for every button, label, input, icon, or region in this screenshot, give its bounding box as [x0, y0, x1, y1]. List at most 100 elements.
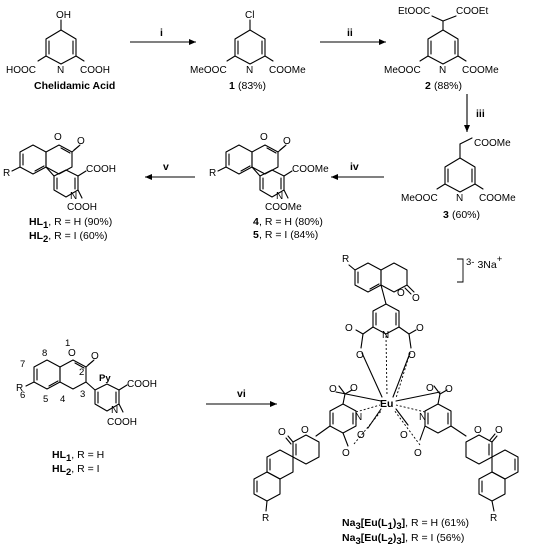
- atom-o-carbonyl: O: [283, 136, 291, 147]
- svg-text:HL2, R = I: HL2, R = I: [52, 463, 100, 478]
- step-iv-label: iv: [350, 161, 359, 173]
- step-v-label: v: [163, 161, 169, 173]
- group-meooc: MeOOC: [401, 193, 438, 204]
- chelidamic-acid-structure: OH N HOOC COOH: [6, 10, 110, 76]
- step-iii-label: iii: [476, 108, 485, 120]
- atom-o-right-carbonyl: O: [495, 425, 503, 436]
- counterion-charge: +: [497, 254, 503, 265]
- atom-o-left-c: O: [357, 430, 365, 441]
- atom-o-left-a: O: [329, 384, 337, 395]
- atom-o-top-left: O: [345, 323, 353, 334]
- ring-position-4: 4: [60, 394, 65, 405]
- compound-1-structure: Cl N MeOOC COOMe: [190, 10, 306, 76]
- compound-1-id: 1: [229, 80, 235, 92]
- l2-lsub: 2: [388, 536, 393, 547]
- l2-close: ): [393, 532, 397, 544]
- hl2-id: HL: [52, 463, 67, 475]
- atom-r-left: R: [262, 513, 269, 524]
- atom-o-right-c: O: [400, 430, 408, 441]
- atom-o-top-left-2: O: [356, 350, 364, 361]
- atom-o-right-d: O: [414, 448, 422, 459]
- atom-o-top-right: O: [416, 323, 424, 334]
- ring-position-8: 8: [42, 348, 47, 359]
- atom-n: N: [246, 65, 253, 76]
- l2-info: , R = I (56%): [405, 532, 464, 544]
- group-cooet: COOEt: [456, 6, 488, 17]
- atom-n: N: [276, 191, 283, 202]
- group-cooh-top: COOH: [86, 164, 116, 175]
- atom-n-top: N: [382, 330, 389, 341]
- atom-o-right-ring: O: [474, 425, 482, 436]
- compound-2-yield: (88%): [434, 80, 462, 92]
- hl2-sub: 2: [66, 467, 71, 478]
- hl1-id: HL: [29, 216, 44, 228]
- hl1-info: , R = H (90%): [48, 216, 112, 228]
- atom-o-top-right-2: O: [408, 350, 416, 361]
- atom-o-ring: O: [260, 132, 268, 143]
- atom-o-top-ring: O: [397, 288, 405, 299]
- complex-label-l2: Na3[Eu(L2)3], R = I (56%): [342, 532, 464, 547]
- group-coome: COOMe: [462, 65, 499, 76]
- group-meooc: MeOOC: [190, 65, 227, 76]
- ring-position-5: 5: [43, 394, 48, 405]
- hl1-sub: 1: [66, 453, 72, 464]
- l1-lsub: 1: [388, 521, 394, 532]
- complex-label-l1: Na3[Eu(L1)3], R = H (61%): [342, 517, 469, 532]
- atom-o-right-b: O: [426, 383, 434, 394]
- l2-prefix: Na: [342, 532, 356, 544]
- svg-text:Na3[Eu(L1)3], R = H (61%): Na3[Eu(L1)3], R = H (61%): [342, 517, 469, 532]
- atom-cl: Cl: [245, 10, 254, 21]
- l1-info: , R = H (61%): [405, 517, 469, 529]
- group-cooh: COOH: [80, 65, 110, 76]
- l1-end: ]: [402, 517, 406, 529]
- compound-2-structure: EtOOC COOEt N MeOOC COOMe: [384, 6, 499, 76]
- compound-5-info: , R = I (84%): [259, 229, 318, 241]
- charge-value: 3-: [466, 257, 474, 268]
- l2-mid: [Eu(L: [361, 532, 388, 544]
- atom-o-right-a: O: [445, 384, 453, 395]
- ring-position-2: 2: [79, 367, 84, 378]
- counterion: 3Na: [477, 259, 496, 271]
- svg-text:HL1, R = H (90%): HL1, R = H (90%): [29, 216, 112, 231]
- atom-n: N: [70, 191, 77, 202]
- l1-mid: [Eu(L: [361, 517, 388, 529]
- europium-complex-structure: R O O N O O O O Eu O O N O O O O N O O O…: [253, 254, 519, 524]
- hl2-id: HL: [29, 230, 44, 242]
- l1-prefix: Na: [342, 517, 356, 529]
- hl1-sub: 1: [43, 220, 49, 231]
- atom-n-left: N: [355, 412, 362, 423]
- atom-oh: OH: [56, 10, 71, 21]
- labeled-ligand-hl2-label: HL2, R = I: [52, 463, 100, 478]
- hl1-id: HL: [52, 449, 67, 461]
- svg-text:HL2, R = I (60%): HL2, R = I (60%): [29, 230, 108, 245]
- atom-r-right: R: [490, 513, 497, 524]
- atom-r-top: R: [342, 254, 349, 265]
- atom-n-right: N: [419, 412, 426, 423]
- group-cooh-bottom: COOH: [107, 417, 137, 428]
- svg-text:HL1, R = H: HL1, R = H: [52, 449, 104, 464]
- atom-o-ring: O: [68, 348, 76, 359]
- l2-end: ]: [402, 532, 406, 544]
- group-hooc: HOOC: [6, 65, 36, 76]
- compound-3-yield: (60%): [452, 209, 480, 221]
- atom-o-left-ring: O: [301, 425, 309, 436]
- compound-4-info: , R = H (80%): [259, 216, 323, 228]
- l1-csub: 3: [396, 521, 401, 532]
- atom-n: N: [456, 193, 463, 204]
- atom-o-left-d: O: [342, 448, 350, 459]
- atom-n: N: [111, 405, 118, 416]
- compound-4-id: 4: [253, 216, 259, 228]
- group-coome: COOMe: [269, 65, 306, 76]
- atom-o-ring: O: [54, 132, 62, 143]
- atom-n: N: [57, 65, 64, 76]
- ligand-structure: R O O N COOH COOH: [3, 132, 116, 213]
- chelidamic-acid-label: Chelidamic Acid: [34, 80, 115, 92]
- labeled-ligand-hl1-label: HL1, R = H: [52, 449, 104, 464]
- hl2-info: , R = I (60%): [48, 230, 107, 242]
- hl2-sub: 2: [43, 234, 48, 245]
- group-etooc: EtOOC: [398, 6, 430, 17]
- compound-3-structure: COOMe N MeOOC COOMe: [401, 137, 516, 204]
- metal-eu: Eu: [380, 398, 393, 410]
- py-label: Py: [99, 373, 111, 384]
- labeled-ligand-structure: R O O N COOH COOH 1 2 3 4 5 6 7 8 Py: [16, 338, 157, 428]
